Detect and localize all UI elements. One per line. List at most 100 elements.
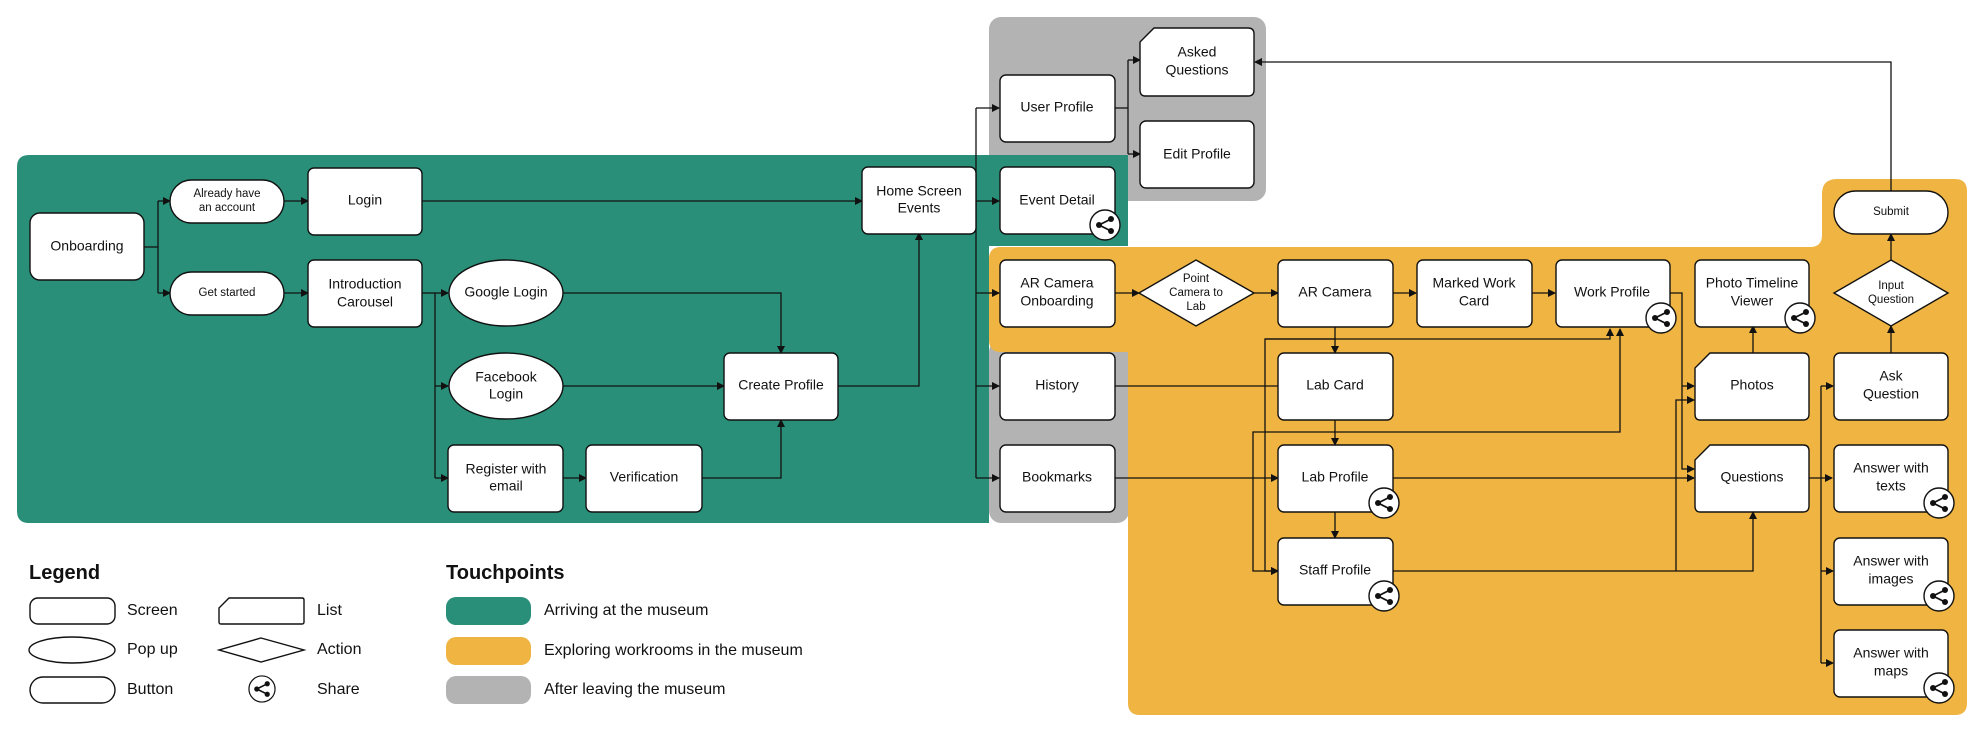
node-ar-camera: AR Camera — [1277, 259, 1394, 328]
svg-text:Verification: Verification — [610, 469, 678, 485]
node-bookmarks: Bookmarks — [999, 444, 1116, 513]
svg-text:Card: Card — [1459, 293, 1489, 309]
node-register-with-email: Register with email — [447, 444, 564, 513]
node-lab-profile: Lab Profile — [1277, 444, 1394, 513]
svg-text:Events: Events — [898, 200, 941, 216]
legend-button: Button — [127, 681, 173, 698]
svg-text:Already have: Already have — [193, 188, 260, 200]
node-verification: Verification — [585, 444, 703, 513]
touchpoints-legend: Touchpoints Arriving at the museum Explo… — [446, 562, 803, 704]
swatch-arriving — [446, 597, 531, 625]
svg-text:an account: an account — [199, 202, 256, 214]
svg-text:Get started: Get started — [199, 287, 256, 299]
legend-title: Legend — [29, 562, 100, 584]
svg-text:Onboarding: Onboarding — [50, 238, 123, 254]
touchpoints-title: Touchpoints — [446, 562, 565, 584]
node-answer-with-images: Answer with images — [1833, 537, 1949, 606]
node-already-have-account: Already have an account — [169, 179, 285, 224]
share-icon — [1923, 672, 1955, 704]
svg-text:Work Profile: Work Profile — [1574, 284, 1650, 300]
node-ask-question: Ask Question — [1833, 352, 1949, 421]
svg-text:Lab Card: Lab Card — [1306, 377, 1364, 393]
svg-text:images: images — [1868, 571, 1913, 587]
node-lab-card: Lab Card — [1277, 352, 1394, 421]
legend-share: Share — [317, 681, 360, 698]
svg-text:texts: texts — [1876, 478, 1906, 494]
svg-text:maps: maps — [1874, 663, 1908, 679]
svg-text:Input: Input — [1878, 280, 1904, 292]
zone-backgrounds — [17, 17, 1967, 715]
legend-popup: Pop up — [127, 641, 178, 658]
svg-text:Answer with: Answer with — [1853, 460, 1928, 476]
node-marked-work-card: Marked Work Card — [1416, 259, 1533, 328]
share-icon — [1923, 487, 1955, 519]
svg-text:AR Camera: AR Camera — [1298, 284, 1371, 300]
node-input-question: Input Question — [1832, 259, 1950, 327]
node-introduction-carousel: Introduction Carousel — [307, 259, 423, 328]
share-icon — [1089, 209, 1121, 241]
svg-text:Login: Login — [348, 192, 382, 208]
svg-text:Bookmarks: Bookmarks — [1022, 469, 1092, 485]
svg-text:Photo Timeline: Photo Timeline — [1706, 275, 1799, 291]
svg-text:Answer with: Answer with — [1853, 553, 1928, 569]
svg-text:Question: Question — [1868, 294, 1914, 306]
swatch-after — [446, 676, 531, 704]
node-questions: Questions — [1694, 444, 1810, 513]
svg-text:History: History — [1035, 377, 1079, 393]
node-edit-profile: Edit Profile — [1139, 120, 1255, 189]
node-photos: Photos — [1694, 352, 1810, 421]
svg-text:Register with: Register with — [466, 461, 547, 477]
svg-text:Introduction: Introduction — [328, 276, 401, 292]
svg-text:Edit Profile: Edit Profile — [1163, 146, 1231, 162]
svg-text:Photos: Photos — [1730, 377, 1774, 393]
node-google-login: Google Login — [448, 259, 564, 327]
svg-text:Login: Login — [489, 386, 523, 402]
node-get-started: Get started — [169, 271, 285, 316]
legend: Legend Screen Pop up Button List Action … — [28, 562, 361, 704]
node-home-screen-events: Home Screen Events — [861, 166, 977, 235]
node-ar-camera-onboarding: AR Camera Onboarding — [999, 259, 1116, 328]
svg-text:Questions: Questions — [1720, 469, 1783, 485]
svg-text:Create Profile: Create Profile — [738, 377, 824, 393]
node-staff-profile: Staff Profile — [1277, 537, 1394, 606]
svg-text:Onboarding: Onboarding — [1020, 293, 1093, 309]
svg-text:Marked Work: Marked Work — [1433, 275, 1517, 291]
share-icon — [1645, 302, 1677, 334]
node-user-profile: User Profile — [999, 74, 1116, 143]
node-event-detail: Event Detail — [999, 166, 1116, 235]
connectors — [144, 56, 1895, 667]
svg-text:Point: Point — [1183, 273, 1210, 285]
svg-text:Camera to: Camera to — [1169, 287, 1223, 299]
svg-text:Lab Profile: Lab Profile — [1302, 469, 1369, 485]
share-icon — [1923, 580, 1955, 612]
svg-text:Facebook: Facebook — [475, 369, 537, 385]
share-icon — [1368, 580, 1400, 612]
svg-text:AR Camera: AR Camera — [1020, 275, 1093, 291]
svg-text:Question: Question — [1863, 386, 1919, 402]
svg-text:Google Login: Google Login — [464, 284, 547, 300]
node-answer-with-maps: Answer with maps — [1833, 629, 1949, 698]
share-icon — [1784, 302, 1816, 334]
touchpoint-exploring: Exploring workrooms in the museum — [544, 642, 803, 659]
legend-action: Action — [317, 641, 361, 658]
swatch-exploring — [446, 637, 531, 665]
share-icon — [248, 675, 276, 703]
touchpoint-arriving: Arriving at the museum — [544, 602, 709, 619]
legend-screen: Screen — [127, 602, 178, 619]
legend-list: List — [317, 602, 342, 619]
node-asked-questions: Asked Questions — [1139, 27, 1255, 97]
svg-text:Home Screen: Home Screen — [876, 183, 962, 199]
node-work-profile: Work Profile — [1555, 259, 1671, 328]
svg-text:Lab: Lab — [1186, 301, 1205, 313]
node-answer-with-texts: Answer with texts — [1833, 444, 1949, 513]
node-create-profile: Create Profile — [723, 352, 839, 421]
svg-text:Submit: Submit — [1873, 206, 1910, 218]
node-point-camera-to-lab: Point Camera to Lab — [1137, 259, 1256, 327]
svg-text:email: email — [489, 478, 522, 494]
svg-text:Answer with: Answer with — [1853, 645, 1928, 661]
share-icon — [1368, 487, 1400, 519]
touchpoint-after: After leaving the museum — [544, 681, 725, 698]
svg-text:Questions: Questions — [1165, 62, 1228, 78]
node-login: Login — [307, 167, 423, 236]
